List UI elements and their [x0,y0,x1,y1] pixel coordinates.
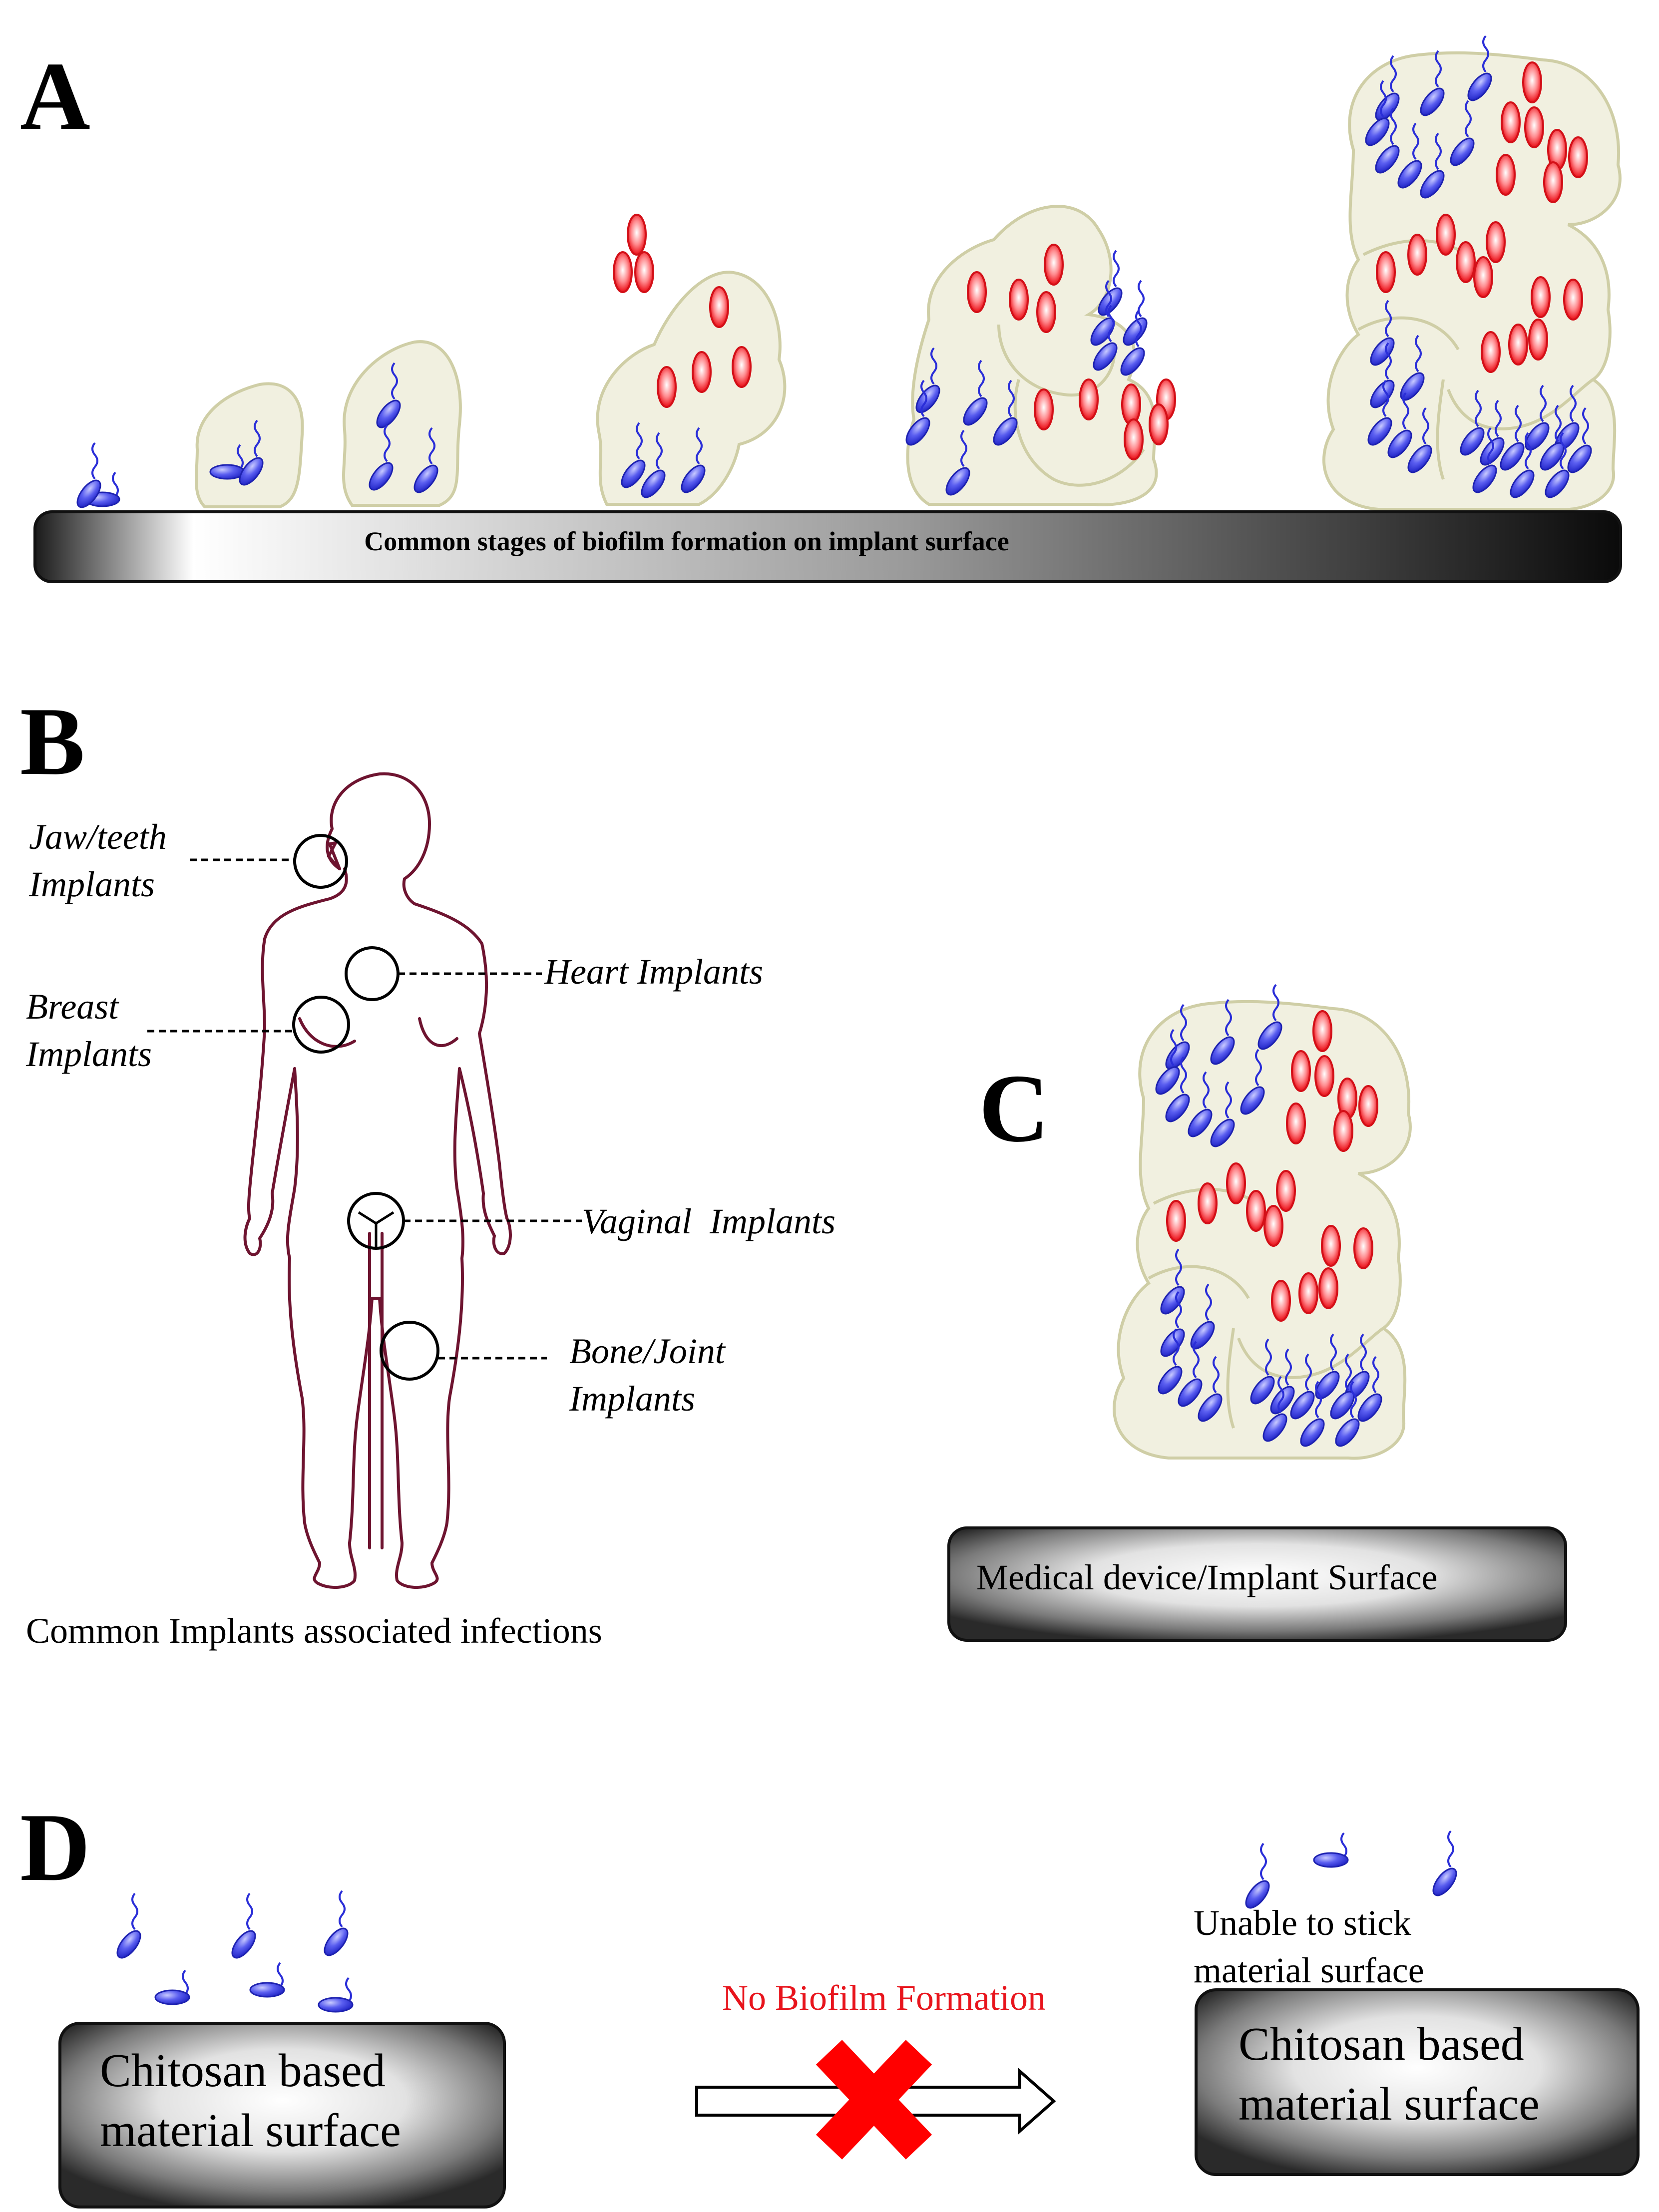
arrow-label: No Biofilm Formation [722,1978,1046,2018]
panel-c-letter: C [979,1055,1049,1162]
panel-d-letter: D [20,1794,90,1901]
bone-marker [380,1321,439,1381]
implant-site-markers [292,834,439,1381]
bacteria-right [1241,1830,1462,1913]
label-heart: Heart Implants [544,952,763,992]
stage-attachment [72,442,120,512]
leader-lines [147,858,582,1360]
panel-b-letter: B [20,688,85,795]
heart-marker [345,946,400,1001]
blocked-arrow: No Biofilm Formation [695,1978,1056,2160]
panel-b: B [20,688,835,1651]
panel-c: C [947,984,1567,1642]
surface-label-a: Common stages of biofilm formation on im… [364,526,1009,556]
label-vaginal: Vaginal Implants [582,1201,835,1241]
implant-surface-c: Medical device/Implant Surface [947,1526,1567,1642]
jaw-marker [293,834,348,889]
implant-surface-a: Common stages of biofilm formation on im… [33,510,1622,583]
bacteria-left [112,1890,354,2013]
surface-label-c: Medical device/Implant Surface [976,1557,1438,1597]
stage-maturation [596,214,787,506]
panel-a: A [20,35,1622,583]
stage-expansion [901,205,1176,506]
red-x-icon [816,2040,932,2160]
stage-colonization [195,382,304,508]
stage-microcolony [342,340,462,507]
panel-a-letter: A [20,42,90,150]
breast-marker [292,996,350,1054]
stage-mature-biofilm [1322,35,1622,511]
human-body-outline [243,772,512,1589]
panel-b-caption: Common Implants associated infections [26,1611,602,1651]
biofilm-on-device [1113,984,1412,1460]
